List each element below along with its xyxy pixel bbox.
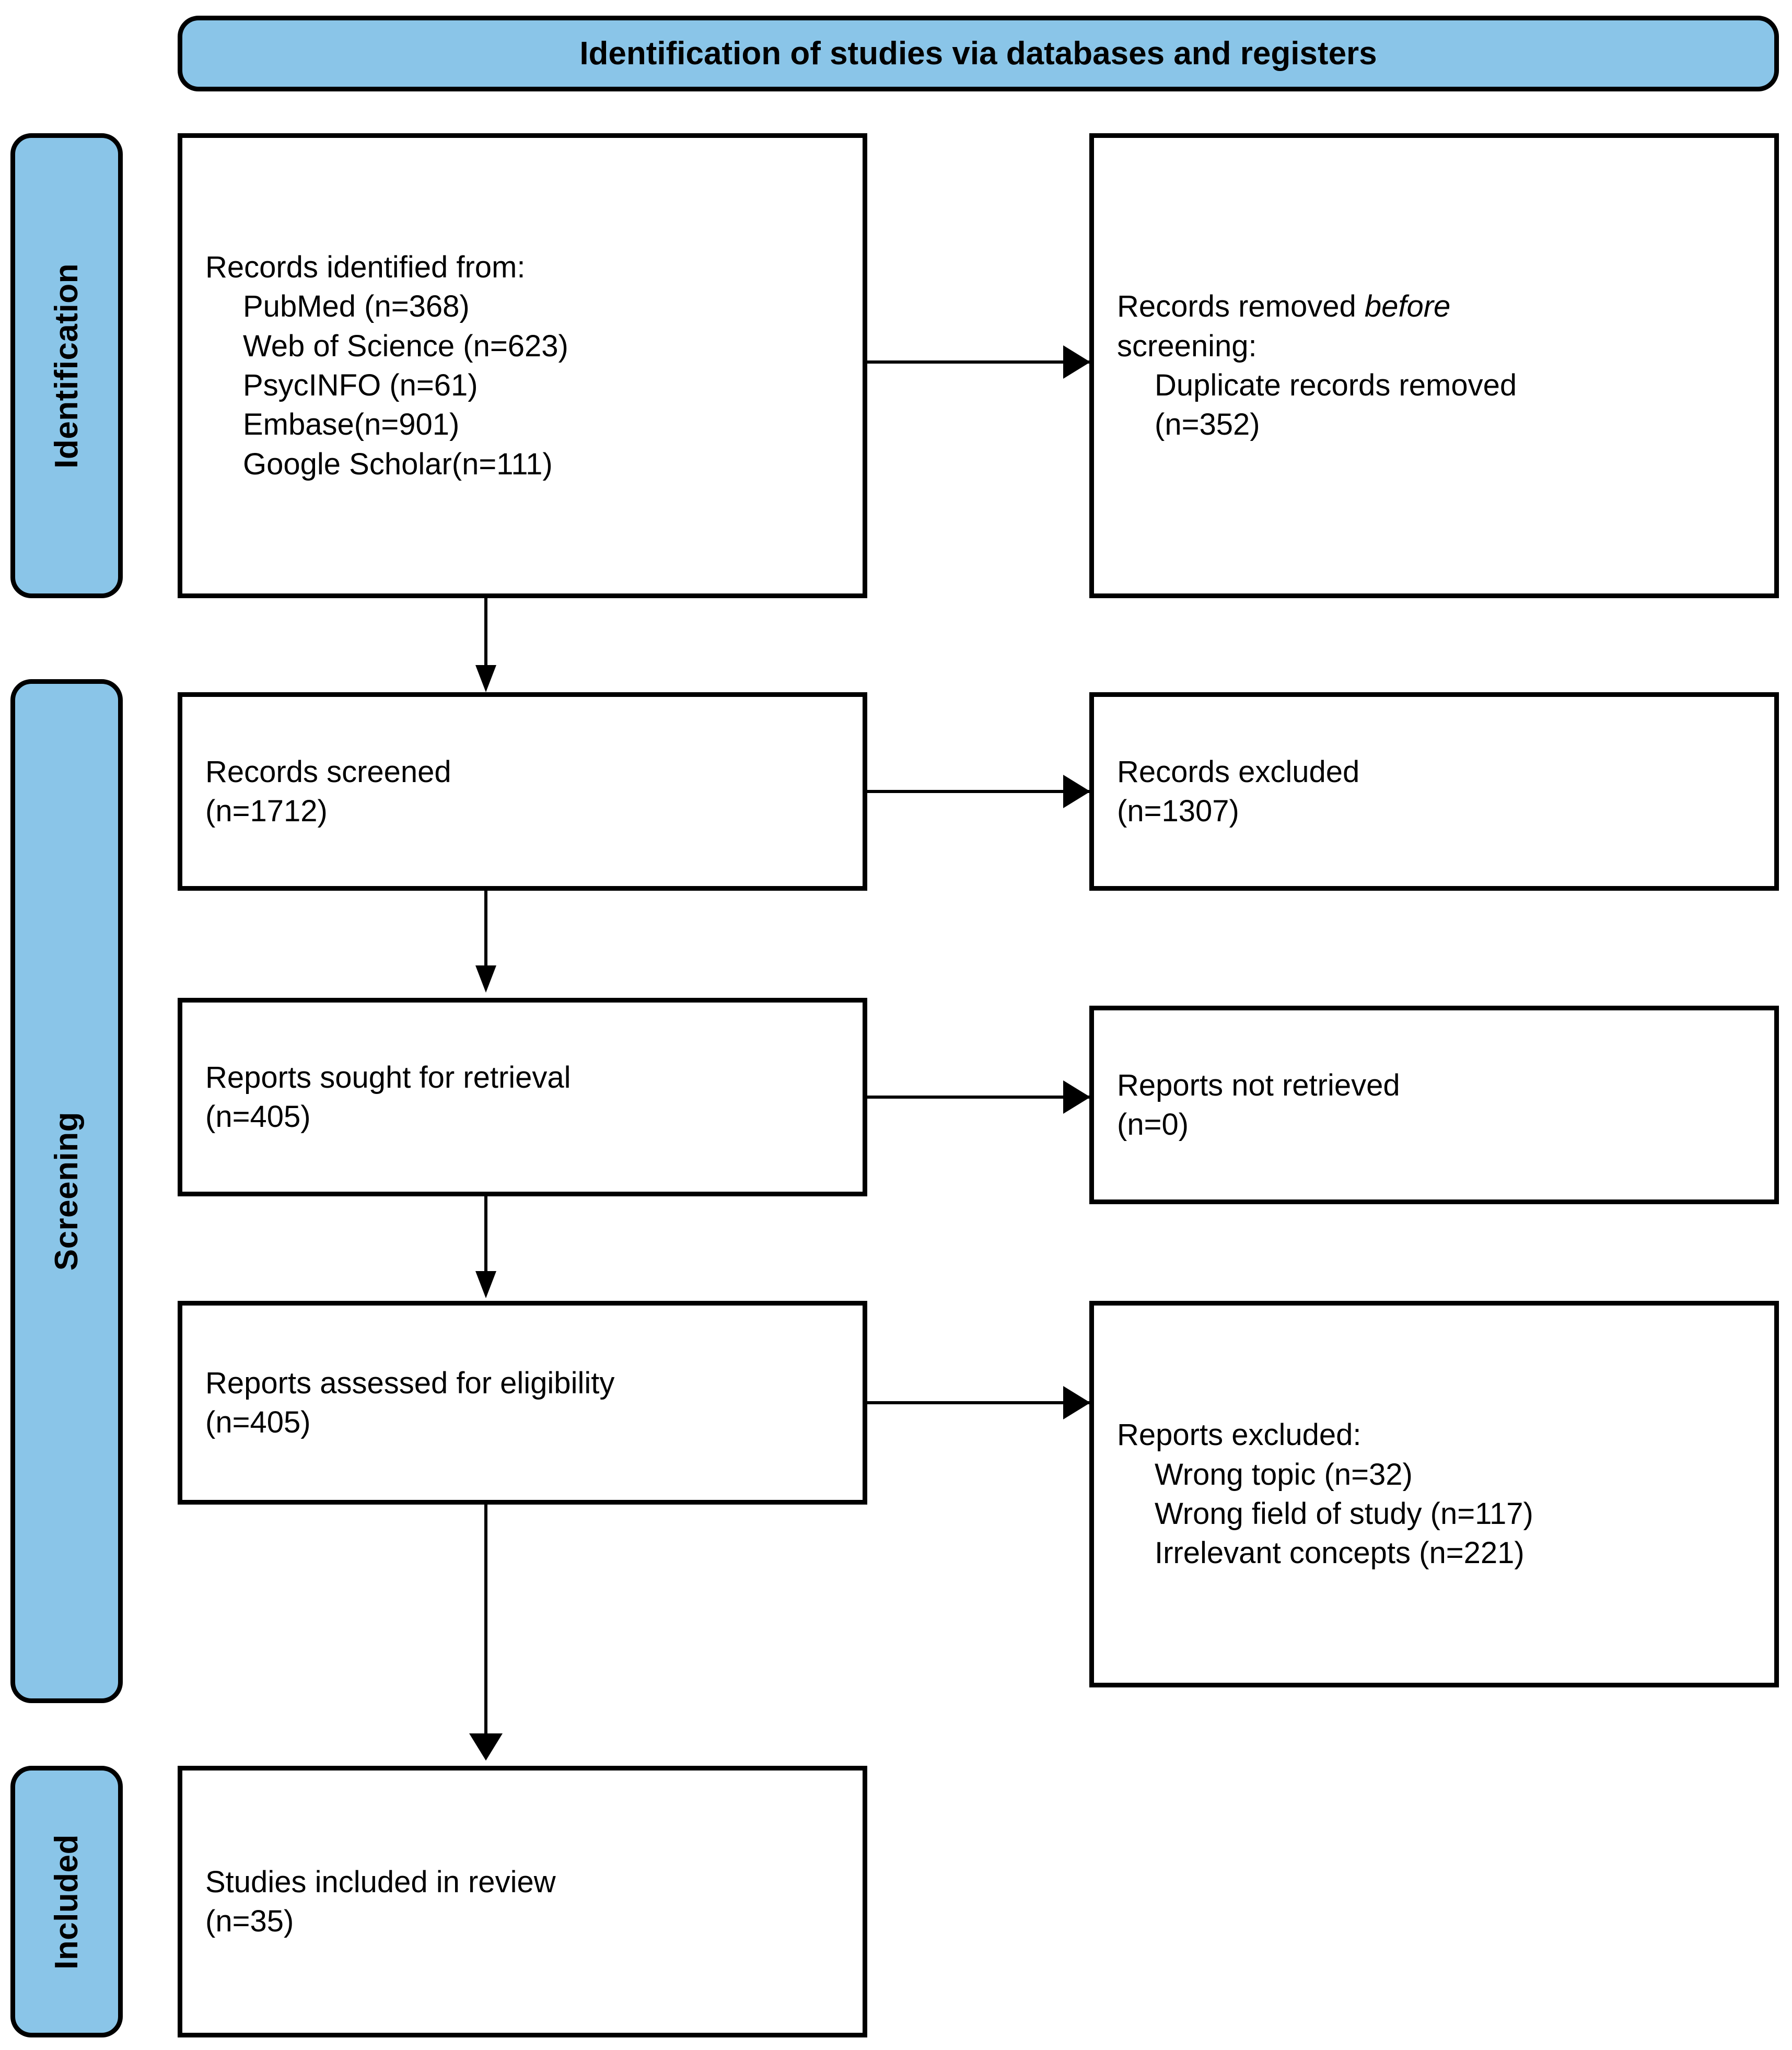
box-records-identified-body: Records identified from: PubMed (n=368) … xyxy=(182,248,863,484)
box-reports-sought-body: Reports sought for retrieval (n=405) xyxy=(182,1058,863,1137)
box-records-excluded-body: Records excluded (n=1307) xyxy=(1094,752,1774,831)
text-line: Duplicate records removed xyxy=(1155,368,1517,402)
connector-identified-to-screened xyxy=(484,598,487,666)
text-line: Records removed before xyxy=(1117,287,1751,326)
box-studies-included-body: Studies included in review (n=35) xyxy=(182,1862,863,1941)
arrowhead-assessed-to-included xyxy=(469,1733,503,1761)
phase-included: Included xyxy=(10,1766,123,2037)
box-reports-assessed: Reports assessed for eligibility (n=405) xyxy=(178,1301,867,1505)
diagram-header-banner: Identification of studies via databases … xyxy=(178,16,1779,91)
box-reports-excluded-body: Reports excluded: Wrong topic (n=32) Wro… xyxy=(1094,1415,1774,1573)
box-reports-not-retrieved-body: Reports not retrieved (n=0) xyxy=(1094,1066,1774,1145)
box-reports-sought: Reports sought for retrieval (n=405) xyxy=(178,998,867,1196)
connector-sought-to-not-retrieved xyxy=(867,1096,1097,1099)
text-line: Records screened xyxy=(205,754,451,789)
text-line: (n=0) xyxy=(1117,1108,1189,1142)
connector-screened-to-excluded xyxy=(867,790,1097,793)
text-segment: Records removed xyxy=(1117,289,1365,324)
box-reports-assessed-body: Reports assessed for eligibility (n=405) xyxy=(182,1364,863,1442)
arrowhead-identified-to-screened xyxy=(475,665,496,692)
text-segment-italic: before xyxy=(1364,289,1451,324)
connector-sought-to-assessed xyxy=(484,1196,487,1272)
text-line: Reports assessed for eligibility xyxy=(205,1366,615,1400)
text-line: Embase(n=901) xyxy=(243,407,460,442)
text-line: Irrelevant concepts (n=221) xyxy=(1155,1536,1525,1570)
text-line: Records excluded xyxy=(1117,754,1360,789)
text-line: (n=405) xyxy=(205,1100,311,1134)
text-line: (n=1307) xyxy=(1117,794,1239,828)
box-studies-included: Studies included in review (n=35) xyxy=(178,1766,867,2037)
connector-identified-to-removed xyxy=(867,360,1097,364)
text-line: Google Scholar(n=111) xyxy=(243,447,553,481)
box-records-screened-body: Records screened (n=1712) xyxy=(182,752,863,831)
text-segment-italic: screening xyxy=(1117,329,1249,363)
phase-screening: Screening xyxy=(10,679,123,1703)
text-segment: : xyxy=(1248,329,1257,363)
text-line: (n=352) xyxy=(1155,407,1260,442)
box-records-removed-body: Records removed before screening: Duplic… xyxy=(1094,287,1774,445)
phase-included-label: Included xyxy=(49,1834,85,1970)
box-records-excluded: Records excluded (n=1307) xyxy=(1089,692,1779,891)
arrowhead-screened-to-sought xyxy=(475,965,496,993)
arrowhead-screened-to-excluded xyxy=(1063,775,1090,808)
text-line: (n=35) xyxy=(205,1904,294,1938)
text-line: Wrong topic (n=32) xyxy=(1155,1457,1413,1492)
box-records-identified: Records identified from: PubMed (n=368) … xyxy=(178,133,867,598)
text-line: (n=1712) xyxy=(205,794,328,828)
connector-assessed-to-reports-excluded xyxy=(867,1401,1097,1404)
box-records-removed: Records removed before screening: Duplic… xyxy=(1089,133,1779,598)
box-reports-not-retrieved: Reports not retrieved (n=0) xyxy=(1089,1006,1779,1204)
text-line: PubMed (n=368) xyxy=(243,289,470,324)
arrowhead-sought-to-assessed xyxy=(475,1271,496,1298)
text-line: Records identified from: xyxy=(205,250,526,284)
box-reports-excluded: Reports excluded: Wrong topic (n=32) Wro… xyxy=(1089,1301,1779,1687)
box-records-screened: Records screened (n=1712) xyxy=(178,692,867,891)
text-line: Reports excluded: xyxy=(1117,1418,1362,1452)
phase-identification: Identification xyxy=(10,133,123,598)
text-line: (n=405) xyxy=(205,1405,311,1439)
text-line: Reports sought for retrieval xyxy=(205,1060,571,1094)
text-line: Studies included in review xyxy=(205,1865,556,1899)
arrowhead-identified-to-removed xyxy=(1063,345,1090,379)
connector-screened-to-sought xyxy=(484,891,487,966)
text-line: Web of Science (n=623) xyxy=(243,329,568,363)
banner-title: Identification of studies via databases … xyxy=(579,36,1377,72)
text-line: Reports not retrieved xyxy=(1117,1068,1400,1102)
arrowhead-sought-to-not-retrieved xyxy=(1063,1080,1090,1114)
phase-screening-label: Screening xyxy=(49,1111,85,1271)
connector-assessed-to-included xyxy=(484,1505,487,1734)
text-line: Wrong field of study (n=117) xyxy=(1155,1497,1533,1531)
text-line: PsycINFO (n=61) xyxy=(243,368,478,402)
arrowhead-assessed-to-reports-excluded xyxy=(1063,1386,1090,1419)
phase-identification-label: Identification xyxy=(49,263,85,469)
text-line: screening: xyxy=(1117,327,1751,366)
